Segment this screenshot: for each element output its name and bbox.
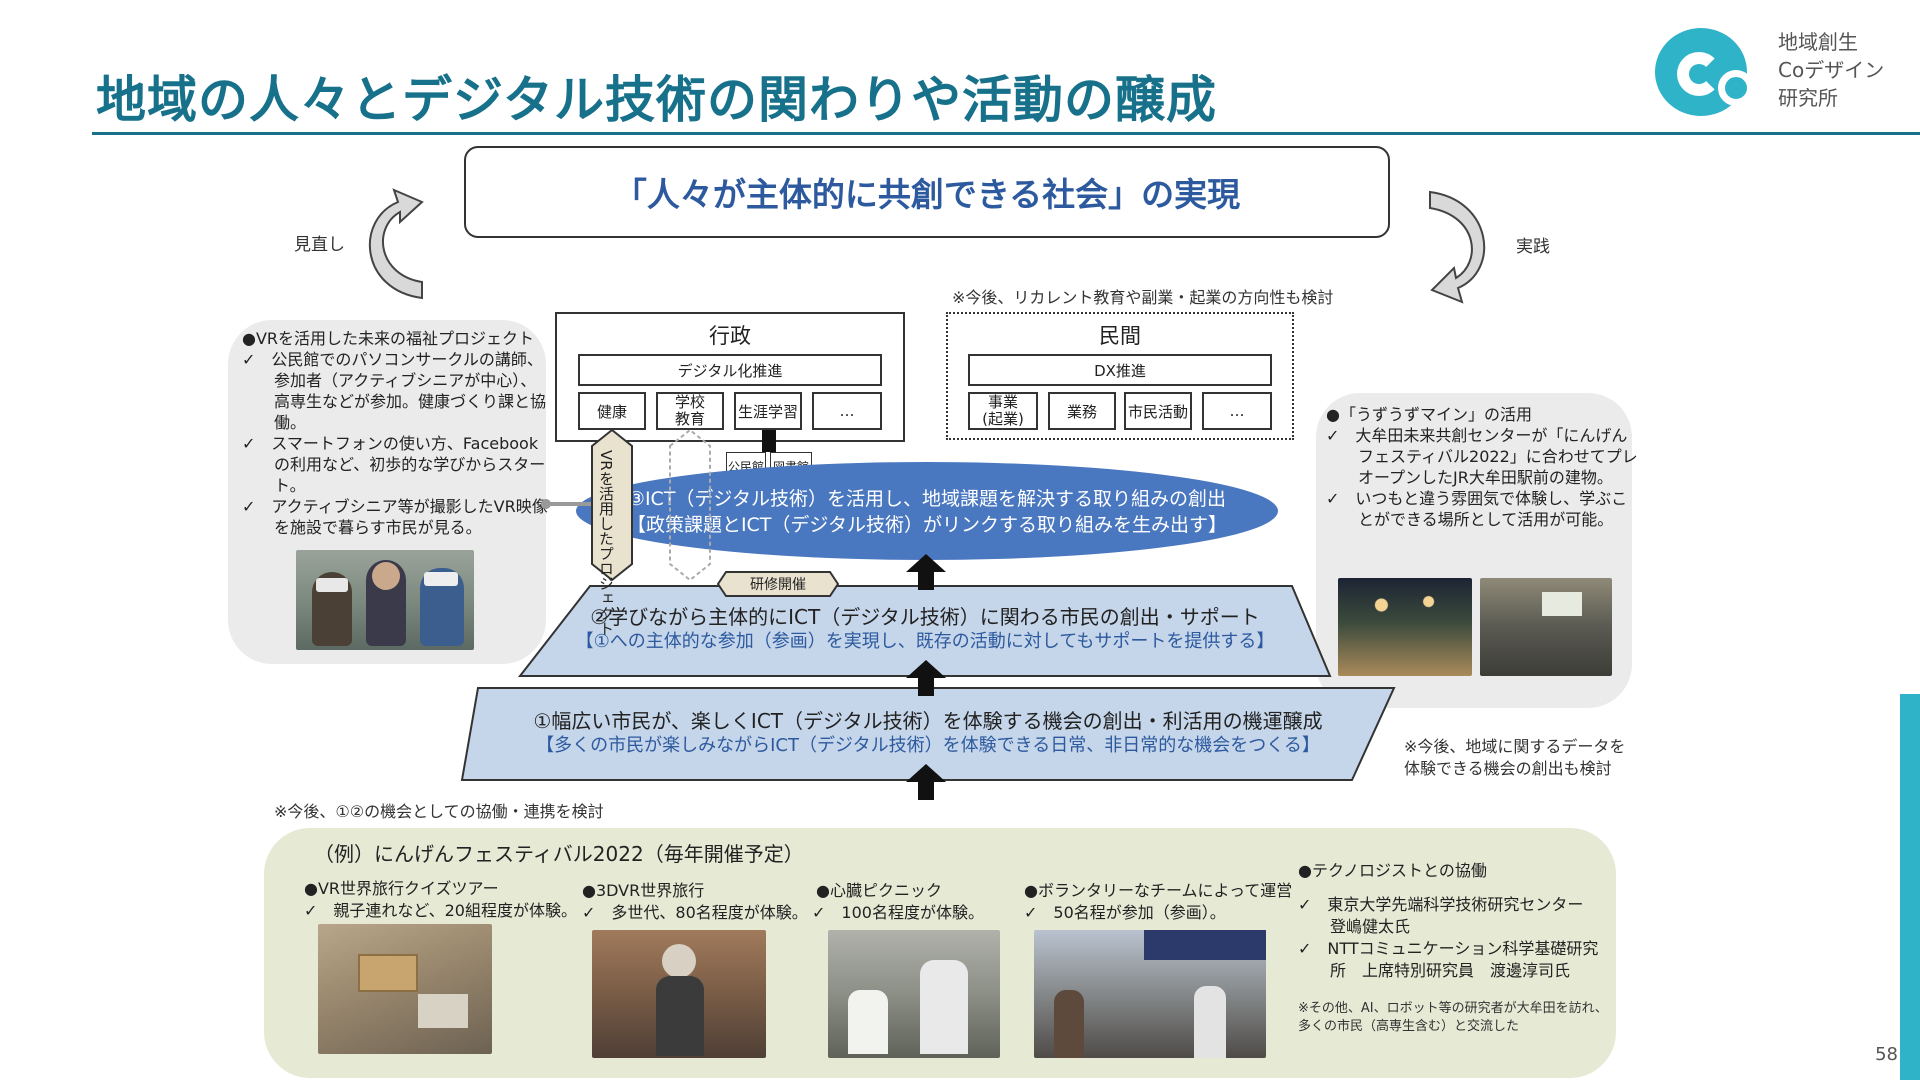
3dvr-photo [592, 930, 766, 1058]
list-item: ト。 [242, 476, 306, 495]
list-item: ✓ 東京大学先端科学技術研究センター [1298, 895, 1584, 914]
vr-seniors-photo [296, 550, 474, 650]
note-data-experience: ※今後、地域に関するデータを 体験できる機会の創出も検討 [1404, 736, 1625, 780]
gyosei-item-more: … [812, 392, 882, 430]
level2-sub: 【①への主体的な参加（参画）を実現し、既存の活動に対してもサポートを提供する】 [575, 631, 1275, 652]
heart-picnic-photo [828, 930, 1000, 1058]
example-heading: （例）にんげんフェスティバル2022（毎年開催予定） [314, 842, 804, 866]
kenshu-badge: 研修開催 [750, 577, 806, 593]
list-item: の利用など、初歩的な学びからスター [242, 455, 546, 474]
list-item: フェスティバル2022」に合わせてプレ [1326, 447, 1638, 466]
cycle-label-practice: 実践 [1516, 237, 1550, 257]
up-arrow-icon [906, 554, 946, 590]
level3-ellipse [576, 462, 1278, 560]
left-panel-list: ✓ 公民館でのパソコンサークルの講師、 参加者（アクティブシニアが中心）、 高専… [242, 349, 548, 538]
list-item: ✓ いつもと違う雰囲気で体験し、学ぶこ [1326, 489, 1628, 508]
example-item-title: ●VR世界旅行クイズツアー [304, 879, 499, 898]
level2-text: ②学びながら主体的にICT（デジタル技術）に関わる市民の創出・サポート 【①への… [520, 604, 1330, 654]
list-item: とができる場所として活用が可能。 [1326, 510, 1614, 529]
level1-trapezoid [460, 687, 1396, 781]
gyosei-item-school: 学校 教育 [656, 392, 724, 430]
page-title: 地域の人々とデジタル技術の関わりや活動の醸成 [96, 71, 1217, 129]
techno-list: ✓ 東京大学先端科学技術研究センター 登嶋健太氏 ✓ NTTコミュニケーション科… [1298, 894, 1598, 982]
minkan-title: 民間 [1099, 324, 1141, 348]
up-arrow-icon [906, 764, 946, 800]
volunteer-team-photo [1034, 930, 1266, 1058]
list-item: ✓ NTTコミュニケーション科学基礎研究 [1298, 939, 1599, 958]
logo-text: 地域創生 Coデザイン 研究所 [1778, 28, 1884, 112]
uzuzu-mine-night-photo [1338, 578, 1472, 676]
level1-main: ①幅広い市民が、楽しくICT（デジタル技術）を体験する機会の創出・利活用の機運醸… [533, 709, 1323, 733]
vr-project-label: VRを活用したプロジェクト [597, 450, 615, 636]
note-line: ※今後、地域に関するデータを [1404, 737, 1626, 756]
cycle-arrow-right-icon [1429, 190, 1486, 304]
up-arrow-icon [906, 660, 946, 696]
level1-sub: 【多くの市民が楽しみながらICT（デジタル技術）を体験できる日常、非日常的な機会… [536, 735, 1320, 756]
minkan-item-more: … [1202, 392, 1272, 430]
vr-quiz-photo [318, 924, 492, 1054]
note-recurrent: ※今後、リカレント教育や副業・起業の方向性も検討 [952, 288, 1334, 307]
level3-text: ③ICT（デジタル技術）を活用し、地域課題を解決する取り組みの創出 【政策課題と… [576, 486, 1278, 538]
example-item-desc: ✓ 100名程度が体験。 [812, 903, 984, 922]
kenshu-badge-shape [716, 571, 840, 597]
example-item-title: ●心臓ピクニック [816, 881, 942, 900]
side-accent-bar [1900, 694, 1920, 1080]
minkan-item-business: 事業 (起業) [968, 392, 1038, 430]
list-item: オープンしたJR大牟田駅前の建物。 [1326, 468, 1613, 487]
right-panel-heading: ●「うずうずマイン」の活用 [1326, 405, 1532, 424]
uzuzu-mine-indoor-photo [1480, 578, 1612, 676]
note-line: 多くの市民（高専生含む）と交流した [1298, 1019, 1520, 1034]
gyosei-title: 行政 [709, 324, 751, 348]
logo-line-2: Coデザイン [1778, 58, 1885, 82]
right-panel-list: ✓ 大牟田未来共創センターが「にんげん フェスティバル2022」に合わせてプレ … [1326, 425, 1638, 530]
level2-trapezoid [517, 585, 1332, 677]
level3-sub: 【政策課題とICT（デジタル技術）がリンクする取り組みを生み出す】 [626, 514, 1228, 536]
cycle-arrow-left-icon [368, 188, 424, 300]
vision-box: 「人々が主体的に共創できる社会」の実現 [464, 146, 1390, 238]
list-item: 登嶋健太氏 [1298, 917, 1411, 936]
example-item-desc: ✓ 多世代、80名程度が体験。 [582, 903, 808, 922]
example-item-title: ●ボランタリーなチームによって運営 [1024, 881, 1293, 900]
title-underline [92, 132, 1920, 135]
example-item-desc: ✓ 親子連れなど、20組程度が体験。 [304, 901, 577, 920]
note-line: 体験できる機会の創出も検討 [1404, 759, 1612, 778]
list-item: 参加者（アクティブシニアが中心）、 [242, 371, 537, 390]
logo-dot-mark [1718, 70, 1754, 106]
vr-project-connector [541, 428, 711, 582]
list-item: ✓ スマートフォンの使い方、Facebook [242, 434, 539, 453]
logo-line-3: 研究所 [1778, 86, 1838, 110]
cycle-label-review: 見直し [294, 235, 345, 255]
list-item: ✓ 大牟田未来共創センターが「にんげん [1326, 426, 1628, 445]
logo-line-1: 地域創生 [1778, 30, 1858, 54]
list-item: を施設で暮らす市民が見る。 [242, 518, 482, 537]
page-number: 58 [1875, 1044, 1898, 1065]
list-item: 高専生などが参加。健康づくり課と協 [242, 392, 547, 411]
level3-main: ③ICT（デジタル技術）を活用し、地域課題を解決する取り組みの創出 [627, 488, 1227, 510]
level2-main: ②学びながら主体的にICT（デジタル技術）に関わる市民の創出・サポート [590, 605, 1260, 629]
left-panel-heading: ●VRを活用した未来の福祉プロジェクト [242, 329, 535, 348]
minkan-item-work: 業務 [1048, 392, 1116, 430]
list-item: 働。 [242, 413, 307, 432]
gyosei-digital-box: デジタル化推進 [578, 354, 882, 386]
example-item-title: ●3DVR世界旅行 [582, 881, 705, 900]
list-item: ✓ 公民館でのパソコンサークルの講師、 [242, 350, 543, 369]
connector-icon [762, 430, 776, 452]
note-line: ※その他、AI、ロボット等の研究者が大牟田を訪れ、 [1298, 1001, 1608, 1016]
techno-heading: ●テクノロジストとの協働 [1298, 861, 1487, 880]
note-collaboration: ※今後、①②の機会としての協働・連携を検討 [274, 802, 604, 821]
gyosei-item-health: 健康 [578, 392, 646, 430]
gyosei-item-lifelong: 生涯学習 [734, 392, 802, 430]
minkan-item-civic: 市民活動 [1124, 392, 1192, 430]
example-item-desc: ✓ 50名程が参加（参画）。 [1024, 903, 1226, 922]
list-item: ✓ アクティブシニア等が撮影したVR映像 [242, 497, 548, 516]
list-item: 所 上席特別研究員 渡邊淳司氏 [1298, 961, 1571, 980]
techno-note: ※その他、AI、ロボット等の研究者が大牟田を訪れ、 多くの市民（高専生含む）と交… [1298, 1000, 1608, 1036]
minkan-dx-box: DX推進 [968, 354, 1272, 386]
level1-text: ①幅広い市民が、楽しくICT（デジタル技術）を体験する機会の創出・利活用の機運醸… [462, 708, 1394, 758]
logo-c-mark [1677, 52, 1721, 96]
